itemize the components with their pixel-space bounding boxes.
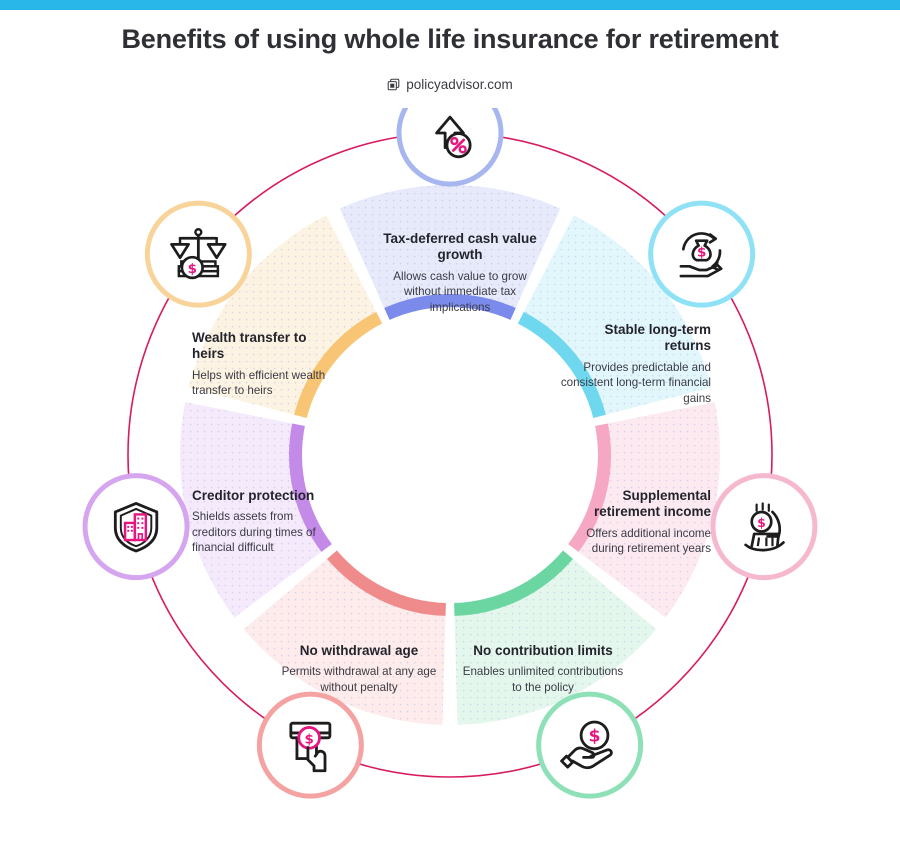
segment-heading: Tax-deferred cash value growth [383, 231, 537, 263]
segment-label-no-withdrawal-age: No withdrawal age Permits withdrawal at … [275, 643, 443, 695]
icon-badge-creditor-protection[interactable] [82, 473, 190, 581]
donut-infographic: $ $ $ $ [0, 108, 900, 860]
icon-badge-tax-deferred-cash-value-growth[interactable] [396, 108, 504, 187]
balance-scales-coins-icon: $ [170, 228, 227, 280]
donut-segment-no-contribution-limits[interactable] [454, 550, 657, 725]
segment-label-stable-long-term-returns: Stable long-term returns Provides predic… [556, 322, 711, 406]
icon-badge-supplemental-retirement-income[interactable]: $ [710, 473, 818, 581]
segment-body: Permits withdrawal at any age without pe… [281, 665, 437, 694]
svg-text:$: $ [188, 262, 197, 277]
donut-segment-supplemental-retirement-income[interactable] [568, 402, 720, 618]
icon-badge-wealth-transfer-to-heirs[interactable]: $ [144, 200, 252, 308]
segment-label-no-contribution-limits: No contribution limits Enables unlimited… [461, 643, 625, 695]
segment-body: Offers additional income during retireme… [586, 526, 711, 556]
donut-chart-svg: $ $ $ $ [82, 108, 818, 799]
segment-body: Provides predictable and consistent long… [560, 360, 711, 405]
donut-segment-no-withdrawal-age[interactable] [243, 550, 446, 725]
hand-money-bag-refresh-icon: $ [679, 232, 723, 278]
icon-badge-no-withdrawal-age[interactable]: $ [256, 691, 364, 799]
svg-text:$: $ [304, 732, 313, 747]
segment-body: Enables unlimited contributions to the p… [462, 665, 624, 694]
brand-credit: policyadvisor.com [0, 77, 900, 94]
donut-segment-wealth-transfer-to-heirs[interactable] [188, 215, 383, 418]
segment-accent-arc [294, 311, 383, 418]
icon-badge-no-contribution-limits[interactable]: $ [536, 691, 644, 799]
segment-accent-arc [568, 423, 611, 552]
segment-label-wealth-transfer-to-heirs: Wealth transfer to heirs Helps with effi… [192, 330, 332, 399]
segment-accent-arc [327, 550, 446, 616]
segment-body: Allows cash value to grow without immedi… [393, 269, 527, 314]
svg-text:$: $ [697, 246, 706, 261]
svg-text:$: $ [757, 516, 765, 530]
segment-label-tax-deferred-cash-value-growth: Tax-deferred cash value growth Allows ca… [375, 231, 545, 315]
segment-heading: Creditor protection [192, 488, 315, 503]
upward-arrow-percent-icon [435, 115, 472, 159]
hand-holding-dollar-coin-icon: $ [560, 720, 613, 770]
segment-accent-arc [454, 550, 573, 616]
rocking-chair-coin-icon: $ [744, 502, 785, 552]
svg-text:$: $ [589, 726, 601, 746]
icon-badge-stable-long-term-returns[interactable]: $ [648, 200, 756, 308]
segment-heading: Stable long-term returns [604, 322, 711, 354]
segment-accent-arc [289, 423, 332, 552]
donut-segments [179, 185, 720, 725]
segment-accent-arc [384, 294, 516, 320]
donut-segment-creditor-protection[interactable] [179, 402, 332, 618]
segment-body: Helps with efficient wealth transfer to … [192, 368, 326, 398]
donut-segment-stable-long-term-returns[interactable] [517, 215, 712, 418]
segment-heading: No contribution limits [473, 643, 613, 658]
page-title: Benefits of using whole life insurance f… [121, 24, 779, 54]
segment-heading: Supplemental retirement income [593, 488, 711, 520]
segment-label-supplemental-retirement-income: Supplemental retirement income Offers ad… [575, 488, 711, 557]
segment-body: Shields assets from creditors during tim… [192, 510, 316, 555]
donut-segment-tax-deferred-cash-value-growth[interactable] [339, 185, 561, 320]
atm-withdrawal-hand-icon: $ [289, 721, 332, 773]
segment-heading: Wealth transfer to heirs [192, 330, 307, 362]
icon-circles: $ $ $ $ [82, 108, 818, 799]
segment-label-creditor-protection: Creditor protection Shields assets from … [192, 488, 328, 556]
brand-label: policyadvisor.com [406, 77, 513, 92]
shield-buildings-icon [113, 502, 159, 553]
top-accent-bar [0, 0, 900, 10]
app-window-icon [387, 78, 400, 91]
segment-accent-arc [517, 311, 606, 418]
segment-heading: No withdrawal age [299, 643, 419, 658]
